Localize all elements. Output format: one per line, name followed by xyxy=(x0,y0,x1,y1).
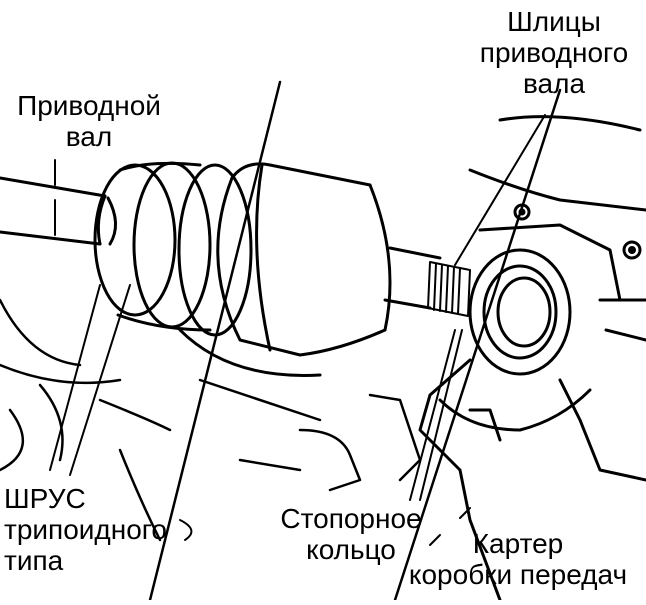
label-splines: Шлицы приводного вала xyxy=(479,6,629,99)
background-structure xyxy=(0,298,422,542)
label-drive-shaft: Приводной вал xyxy=(17,90,161,152)
leader-case xyxy=(429,534,441,546)
gearbox-seal xyxy=(468,248,572,376)
leader-splines xyxy=(454,114,546,266)
leader-ring-2 xyxy=(419,329,463,501)
label-cv-joint: ШРУС трипоидного типа xyxy=(4,483,167,576)
leader-cv-1 xyxy=(49,284,101,471)
leader-cv-3 xyxy=(179,519,193,541)
drive-shaft xyxy=(0,176,117,246)
stub-shaft xyxy=(383,246,442,310)
label-snap-ring: Стопорное кольцо xyxy=(280,503,422,565)
label-gearbox-case: Картер коробки передач xyxy=(408,528,628,590)
leader-ring xyxy=(409,329,456,501)
section-line xyxy=(148,80,282,602)
leader-case-2 xyxy=(459,507,471,519)
gearbox-case xyxy=(418,115,646,602)
cv-housing xyxy=(178,162,392,377)
leader-lines xyxy=(49,114,546,546)
cv-boot xyxy=(93,161,253,337)
leader-cv-2 xyxy=(69,284,131,476)
splines xyxy=(427,261,471,317)
